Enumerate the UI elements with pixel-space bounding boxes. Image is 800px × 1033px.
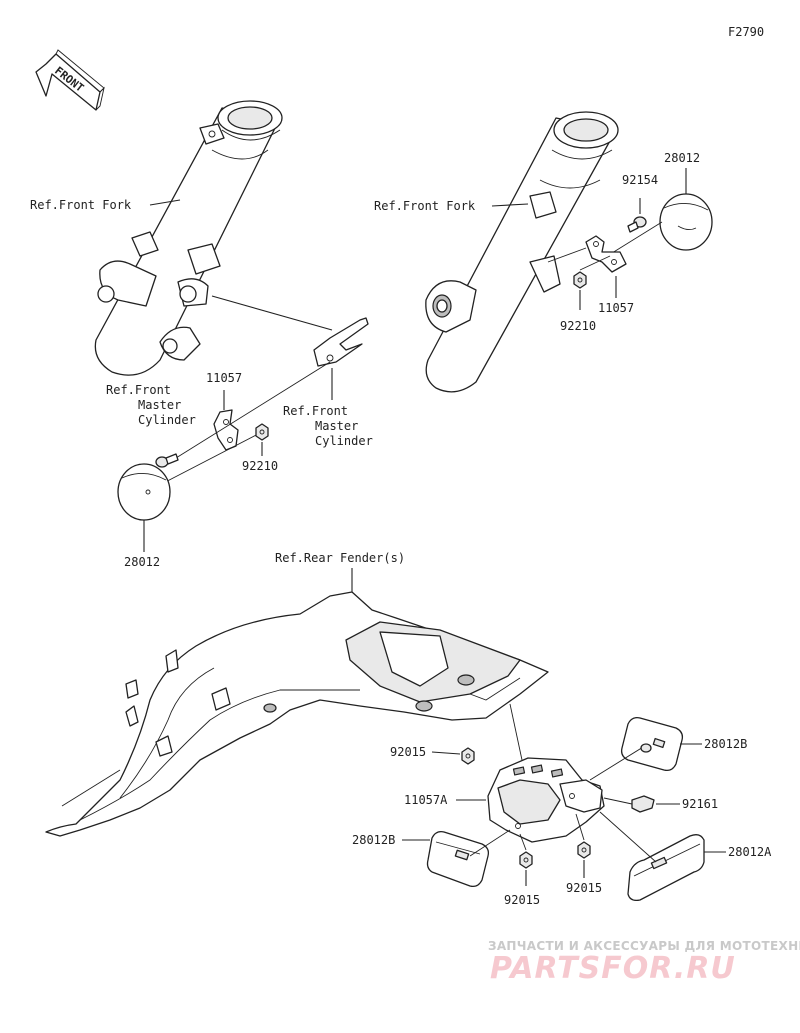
right-nut-92210 (573, 271, 587, 289)
rear-nut-bottom-left-92015 (519, 851, 533, 869)
left-master-cylinder-mount (313, 317, 369, 367)
left-master-cyl-left-line1: Ref.Front (106, 383, 171, 397)
left-bracket-label: 11057 (206, 371, 242, 385)
right-screw-label: 92154 (622, 173, 658, 187)
right-reflector-label: 28012 (664, 151, 700, 165)
rear-nut-top-label: 92015 (390, 745, 426, 759)
right-front-fork (425, 111, 619, 393)
rear-nut-bottom-left-label: 92015 (504, 893, 540, 907)
left-master-cyl-right-line2: Master (315, 419, 358, 433)
figure-code: F2790 (728, 25, 764, 39)
left-reflector-label: 28012 (124, 555, 160, 569)
left-reflector-28012 (117, 463, 171, 521)
left-front-fork (94, 100, 283, 376)
rear-bracket-11057A (487, 757, 605, 843)
front-direction-arrow-icon: FRONT (35, 49, 105, 111)
right-nut-label: 92210 (560, 319, 596, 333)
rear-nut-top-92015 (461, 747, 475, 765)
rear-reflector-right-28012A (627, 834, 705, 902)
left-fork-ref: Ref.Front Fork (30, 198, 132, 212)
left-master-cyl-right-line1: Ref.Front (283, 404, 348, 418)
left-screw (155, 453, 179, 468)
left-nut-92210 (255, 423, 269, 441)
right-screw-92154 (627, 216, 647, 233)
watermark-text: ЗАПЧАСТИ И АКСЕССУАРЫ ДЛЯ МОТОТЕХНИКИ (488, 939, 800, 953)
rear-clip-label: 92161 (682, 797, 718, 811)
rear-nut-bottom-right-92015 (577, 841, 591, 859)
rear-reflector-right-label: 28012A (728, 845, 772, 859)
watermark-logo: PARTSFOR.RU (490, 951, 736, 986)
right-reflector-28012 (659, 193, 713, 251)
left-nut-label: 92210 (242, 459, 278, 473)
rear-nut-bottom-right-label: 92015 (566, 881, 602, 895)
left-master-cyl-right-line3: Cylinder (315, 434, 373, 448)
right-bracket-11057 (585, 235, 627, 273)
right-bracket-label: 11057 (598, 301, 634, 315)
rear-fender-ref: Ref.Rear Fender(s) (275, 551, 405, 565)
rear-clip-92161 (631, 795, 655, 813)
right-fork-ref: Ref.Front Fork (374, 199, 476, 213)
left-master-cyl-left-line2: Master (138, 398, 181, 412)
rear-reflector-left-28012B (426, 830, 490, 888)
rear-reflector-top-right-label: 28012B (704, 737, 747, 751)
rear-bracket-label: 11057A (404, 793, 448, 807)
rear-fender (45, 591, 549, 837)
rear-screw (640, 743, 652, 753)
rear-reflector-top-right-28012B (620, 716, 684, 772)
left-master-cyl-left-line3: Cylinder (138, 413, 196, 427)
rear-reflector-left-label: 28012B (352, 833, 395, 847)
left-bracket-11057 (213, 409, 239, 451)
